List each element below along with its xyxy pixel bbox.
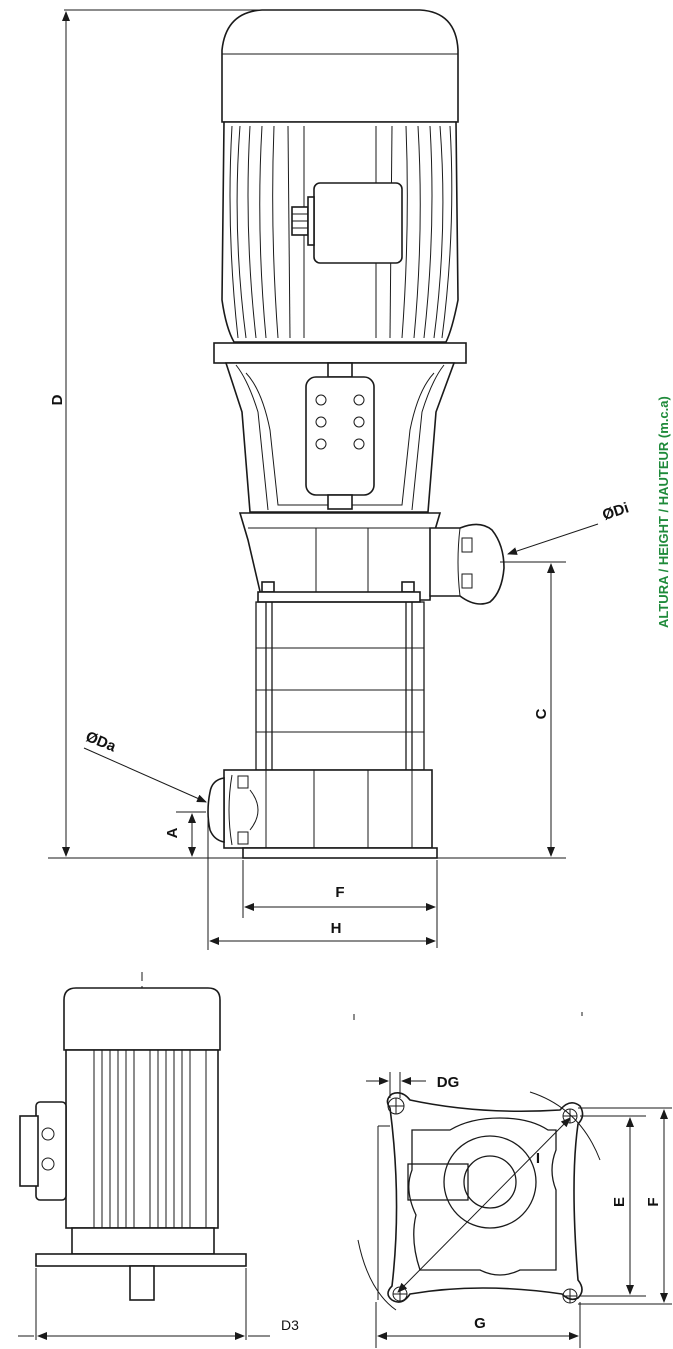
label-f-front: F: [335, 884, 344, 901]
diagonal-i: [397, 1117, 571, 1293]
dimension-h: [207, 808, 436, 950]
side-caption: ALTURA / HEIGHT / HAUTEUR (m.c.a): [656, 396, 671, 628]
terminal-box: [313, 182, 403, 264]
label-dg: DG: [437, 1074, 460, 1091]
label-d3: D3: [281, 1317, 299, 1333]
discharge-port: [429, 523, 505, 605]
coupling-guard: [305, 376, 375, 496]
label-da: ØDa: [83, 728, 119, 756]
label-e: E: [611, 1197, 628, 1207]
dimension-c: [500, 561, 566, 857]
label-d: D: [49, 394, 66, 405]
side-motor-body: [65, 1049, 219, 1229]
side-fan-cover: [63, 987, 221, 1051]
base-casing: [223, 769, 433, 849]
dimension-f-front: [242, 860, 438, 948]
label-i: I: [536, 1150, 540, 1167]
label-f-top: F: [645, 1197, 662, 1206]
label-a: A: [164, 827, 181, 838]
leader-da: [83, 747, 207, 803]
motor-flange: [213, 342, 467, 364]
label-c: C: [533, 708, 550, 719]
dimension-d: [62, 9, 280, 857]
side-shaft: [129, 1265, 155, 1301]
label-g: G: [474, 1315, 486, 1332]
label-h: H: [331, 920, 342, 937]
base-plate: [242, 847, 438, 859]
side-view: [18, 972, 270, 1340]
pump-head: [238, 512, 442, 601]
coupling-bolts: [315, 394, 365, 450]
side-base-plate: [35, 1253, 247, 1267]
motor-fan-cover: [221, 9, 459, 123]
label-di: ØDi: [600, 500, 631, 524]
suction-port: [207, 777, 225, 843]
front-view: [207, 9, 505, 859]
leader-di: [507, 523, 599, 555]
top-view: [353, 1012, 672, 1348]
side-terminal-box: [35, 1101, 67, 1201]
dimension-a: [176, 811, 206, 857]
upper-tie-plate: [257, 591, 421, 603]
stage-casing: [255, 601, 425, 771]
coupling-shaft-top: [327, 362, 353, 378]
